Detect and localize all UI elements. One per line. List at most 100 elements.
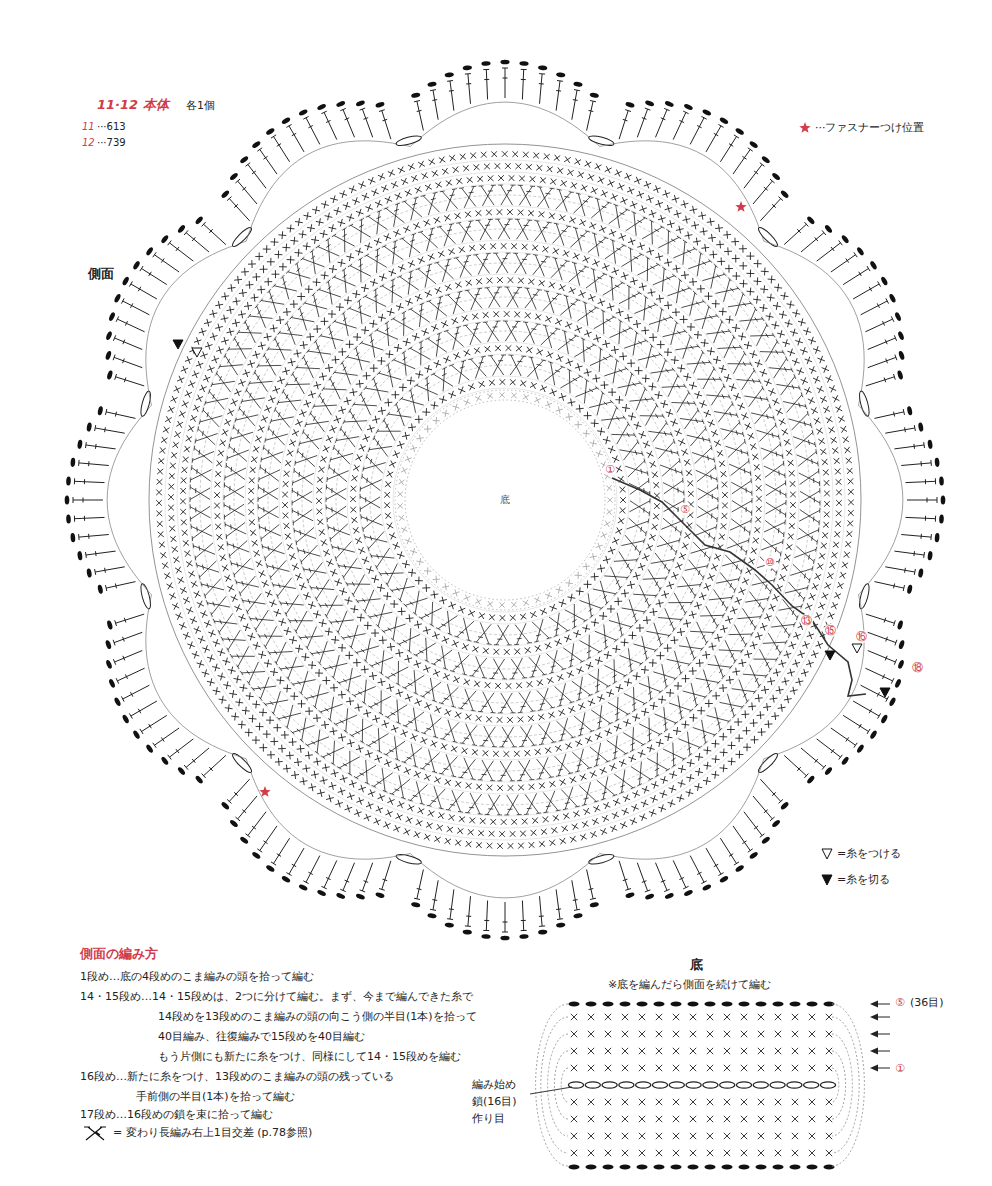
edge-stitch [671, 1002, 682, 1007]
picot [194, 775, 204, 785]
double-crochet [414, 870, 596, 933]
chain-row [200, 195, 810, 805]
picot [105, 659, 113, 669]
picot [500, 936, 509, 941]
edge-stitch [637, 1165, 648, 1170]
picot [316, 889, 326, 897]
instruction: 1段め…底の4段めのこま編みの頭を拾って編む [80, 970, 314, 983]
scallop-base [146, 595, 246, 759]
chain-loop [395, 853, 422, 866]
row-boundary [291, 286, 719, 714]
picot [664, 100, 674, 108]
edge-stitch [586, 1002, 597, 1007]
row-arrow [876, 1004, 890, 1005]
size-number: 11 [82, 121, 95, 133]
double-crochet [619, 779, 783, 892]
row-boundary [279, 274, 731, 726]
picot [841, 756, 850, 766]
color-number: ···739 [97, 137, 126, 149]
row-arrowhead [870, 1031, 878, 1038]
picot [644, 100, 654, 107]
picot [761, 155, 771, 164]
picot [481, 61, 490, 66]
picot [375, 101, 385, 108]
picot [906, 584, 912, 594]
edge-stitch [654, 1002, 665, 1007]
picot [70, 533, 75, 543]
chain-loop [588, 853, 615, 866]
picot [145, 246, 154, 256]
crossed-stitch-row [224, 219, 786, 781]
foundation-chain [636, 1082, 651, 1088]
picot [105, 639, 112, 649]
edge-stitch [739, 1165, 750, 1170]
picot [298, 883, 308, 891]
crossed-stitch-row [360, 355, 650, 645]
row-boundary [313, 308, 697, 692]
picot [105, 350, 112, 360]
picot [918, 568, 924, 578]
picot [897, 659, 905, 669]
foundation-chain [804, 1082, 819, 1088]
picot [888, 697, 896, 707]
legend-text: =糸を切る [837, 873, 890, 886]
single-crochet-row [397, 392, 612, 607]
row-boundary [177, 172, 833, 828]
crossed-stitch-row [190, 185, 820, 815]
picot [463, 65, 473, 70]
picot [898, 639, 905, 649]
color-number: ···613 [97, 121, 126, 133]
picot [336, 892, 346, 900]
foundation-chain [686, 1082, 701, 1088]
picot [719, 875, 729, 884]
row-boundary [245, 240, 765, 760]
scallop-base [600, 141, 764, 241]
row-arrow [876, 1068, 890, 1069]
picot [281, 875, 291, 884]
zipper-star [735, 201, 746, 212]
double-crochet [414, 68, 596, 131]
chain-row [234, 229, 776, 771]
edge-stitch [603, 1002, 614, 1007]
picot [132, 730, 141, 740]
double-crochet [113, 222, 226, 386]
picot [664, 892, 674, 900]
picot [538, 65, 548, 70]
edge-stitch [756, 1002, 767, 1007]
picot [194, 215, 204, 225]
legend-text: ···ファスナーつけ位置 [815, 121, 925, 134]
foundation-chain [720, 1082, 735, 1088]
foundation-chain [585, 1082, 600, 1088]
edge-stitch [824, 1165, 835, 1170]
picot [355, 893, 365, 900]
crossed-stitch-row [326, 321, 684, 679]
row-number: ⑱ [911, 661, 924, 674]
row-number: ⑮ [824, 624, 837, 637]
edge-stitch [671, 1165, 682, 1170]
edge-stitch [637, 1002, 648, 1007]
picot [220, 801, 230, 811]
double-crochet [875, 409, 938, 591]
picot [444, 922, 454, 928]
picot [897, 620, 904, 630]
instruction: 手前側の半目(1本)を拾って編む [136, 1090, 295, 1103]
picot [856, 246, 865, 256]
picot [806, 215, 816, 225]
round-end [832, 1017, 859, 1153]
picot [70, 458, 75, 468]
picot [132, 260, 141, 270]
picot [160, 234, 169, 244]
round-chart [65, 60, 946, 941]
picot [121, 276, 130, 286]
row-arrowhead [870, 1014, 878, 1021]
picot [735, 864, 745, 873]
picot [556, 922, 566, 928]
picot [880, 276, 889, 286]
edge-stitch [620, 1002, 631, 1007]
double-crochet [227, 108, 391, 221]
legend-text: =糸をつける [837, 847, 901, 860]
row-arrow [876, 1034, 890, 1035]
single-crochet-row [214, 209, 796, 791]
